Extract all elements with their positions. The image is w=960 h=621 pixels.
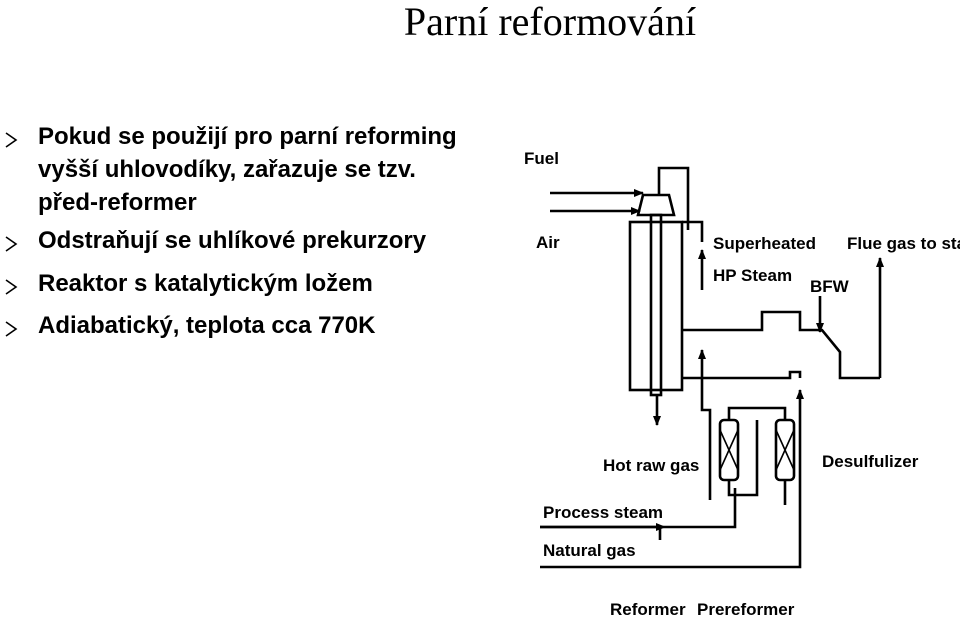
label-reformer: Reformer	[610, 600, 686, 619]
slide-title: Parní reformování	[403, 0, 697, 44]
label-flue-gas: Flue gas to stack	[847, 234, 960, 253]
label-hot-raw-gas: Hot raw gas	[603, 456, 699, 475]
bullet-arrow-icon	[5, 279, 18, 295]
natural-gas-line	[540, 389, 804, 569]
bullet-3-line-1: Reaktor s katalytickým ložem	[38, 270, 373, 297]
steam-to-prereformer	[665, 488, 737, 529]
reformer-furnace	[628, 220, 684, 392]
bullet-arrow-icon	[5, 236, 18, 252]
prereformer-bed-icon	[719, 429, 739, 471]
label-prereformer: Prereformer	[697, 600, 795, 619]
convection-duct	[682, 310, 880, 380]
desulfurizer-bed-icon	[775, 429, 795, 471]
bullet-4-line-1: Adiabatický, teplota cca 770K	[38, 312, 376, 339]
bullet-list: Pokud se použijí pro parní reforming vyš…	[0, 0, 520, 400]
label-superheated: Superheated	[713, 234, 816, 253]
bullet-1-line-1: Pokud se použijí pro parní reforming	[38, 123, 457, 150]
process-steam-line	[540, 525, 662, 540]
label-air: Air	[536, 233, 560, 252]
label-bfw: BFW	[810, 277, 850, 296]
bullet-1-line-2: vyšší uhlovodíky, zařazuje se tzv.	[38, 156, 416, 183]
label-process-steam: Process steam	[543, 503, 663, 522]
vessel-connect-top	[727, 406, 787, 420]
prereformer-riser	[698, 349, 712, 500]
top-loop	[657, 166, 690, 212]
bullet-arrow-icon	[5, 132, 18, 148]
label-hp-steam: HP Steam	[713, 266, 792, 285]
label-natural-gas: Natural gas	[543, 541, 636, 560]
label-fuel: Fuel	[524, 149, 559, 168]
burner-funnel	[636, 193, 676, 217]
reformer-tube	[649, 213, 663, 397]
convection-bottom	[682, 370, 802, 380]
bullet-arrow-icon	[5, 321, 18, 337]
bullet-1-line-3: před-reformer	[38, 189, 197, 216]
vessel-connect-mid	[727, 420, 759, 497]
label-desulfulizer: Desulfulizer	[822, 452, 919, 471]
bullet-2-line-1: Odstraňují se uhlíkové prekurzory	[38, 227, 427, 254]
flue-riser	[682, 220, 704, 242]
